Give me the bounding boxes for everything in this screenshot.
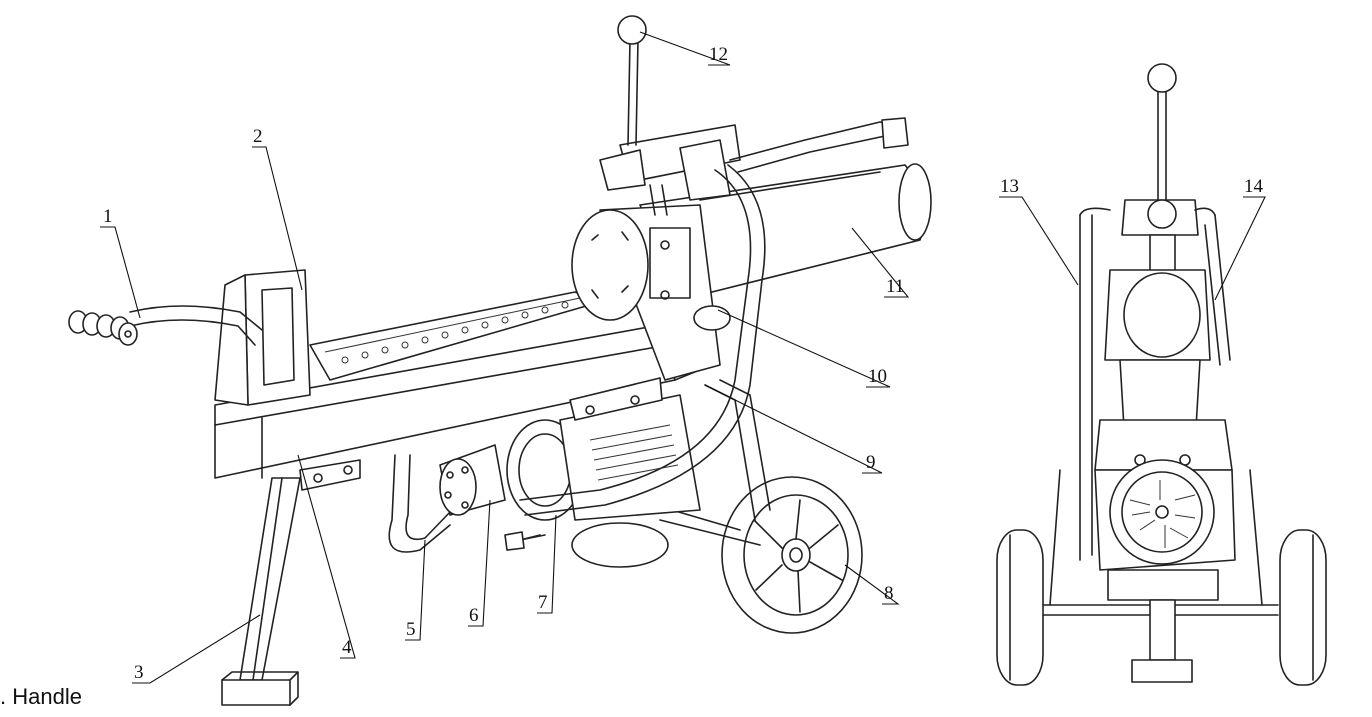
control-valve	[599, 15, 741, 216]
callout-5: 5	[406, 619, 416, 640]
handle	[68, 305, 263, 346]
hydraulic-cylinder	[639, 163, 932, 301]
wheel	[721, 476, 863, 634]
log-splitter-end-view	[996, 63, 1327, 686]
front-leg	[221, 477, 301, 706]
callout-2: 2	[253, 126, 263, 147]
motor	[506, 377, 701, 568]
callout-11: 11	[886, 276, 904, 297]
callout-numbers: 1 2 3 4 5 6 7 8 9 10 11 12 13 14	[103, 44, 1264, 683]
callout-12: 12	[709, 44, 728, 65]
push-plate	[214, 269, 311, 406]
callout-leaders	[100, 31, 1266, 684]
callout-13: 13	[1000, 176, 1019, 197]
legend-handle-caption: . Handle	[0, 684, 82, 709]
callout-3: 3	[134, 662, 144, 683]
callout-4: 4	[342, 637, 352, 658]
callout-14: 14	[1244, 176, 1264, 197]
callout-9: 9	[866, 452, 876, 473]
callout-6: 6	[469, 605, 479, 626]
callout-10: 10	[868, 366, 887, 387]
pump	[439, 444, 506, 516]
return-hose	[388, 454, 453, 553]
callout-1: 1	[103, 206, 113, 227]
cylinder-end-block	[571, 204, 731, 381]
leg-bracket	[299, 459, 361, 491]
log-splitter-side-view	[68, 15, 932, 706]
callout-8: 8	[884, 583, 894, 604]
callout-7: 7	[538, 592, 548, 613]
